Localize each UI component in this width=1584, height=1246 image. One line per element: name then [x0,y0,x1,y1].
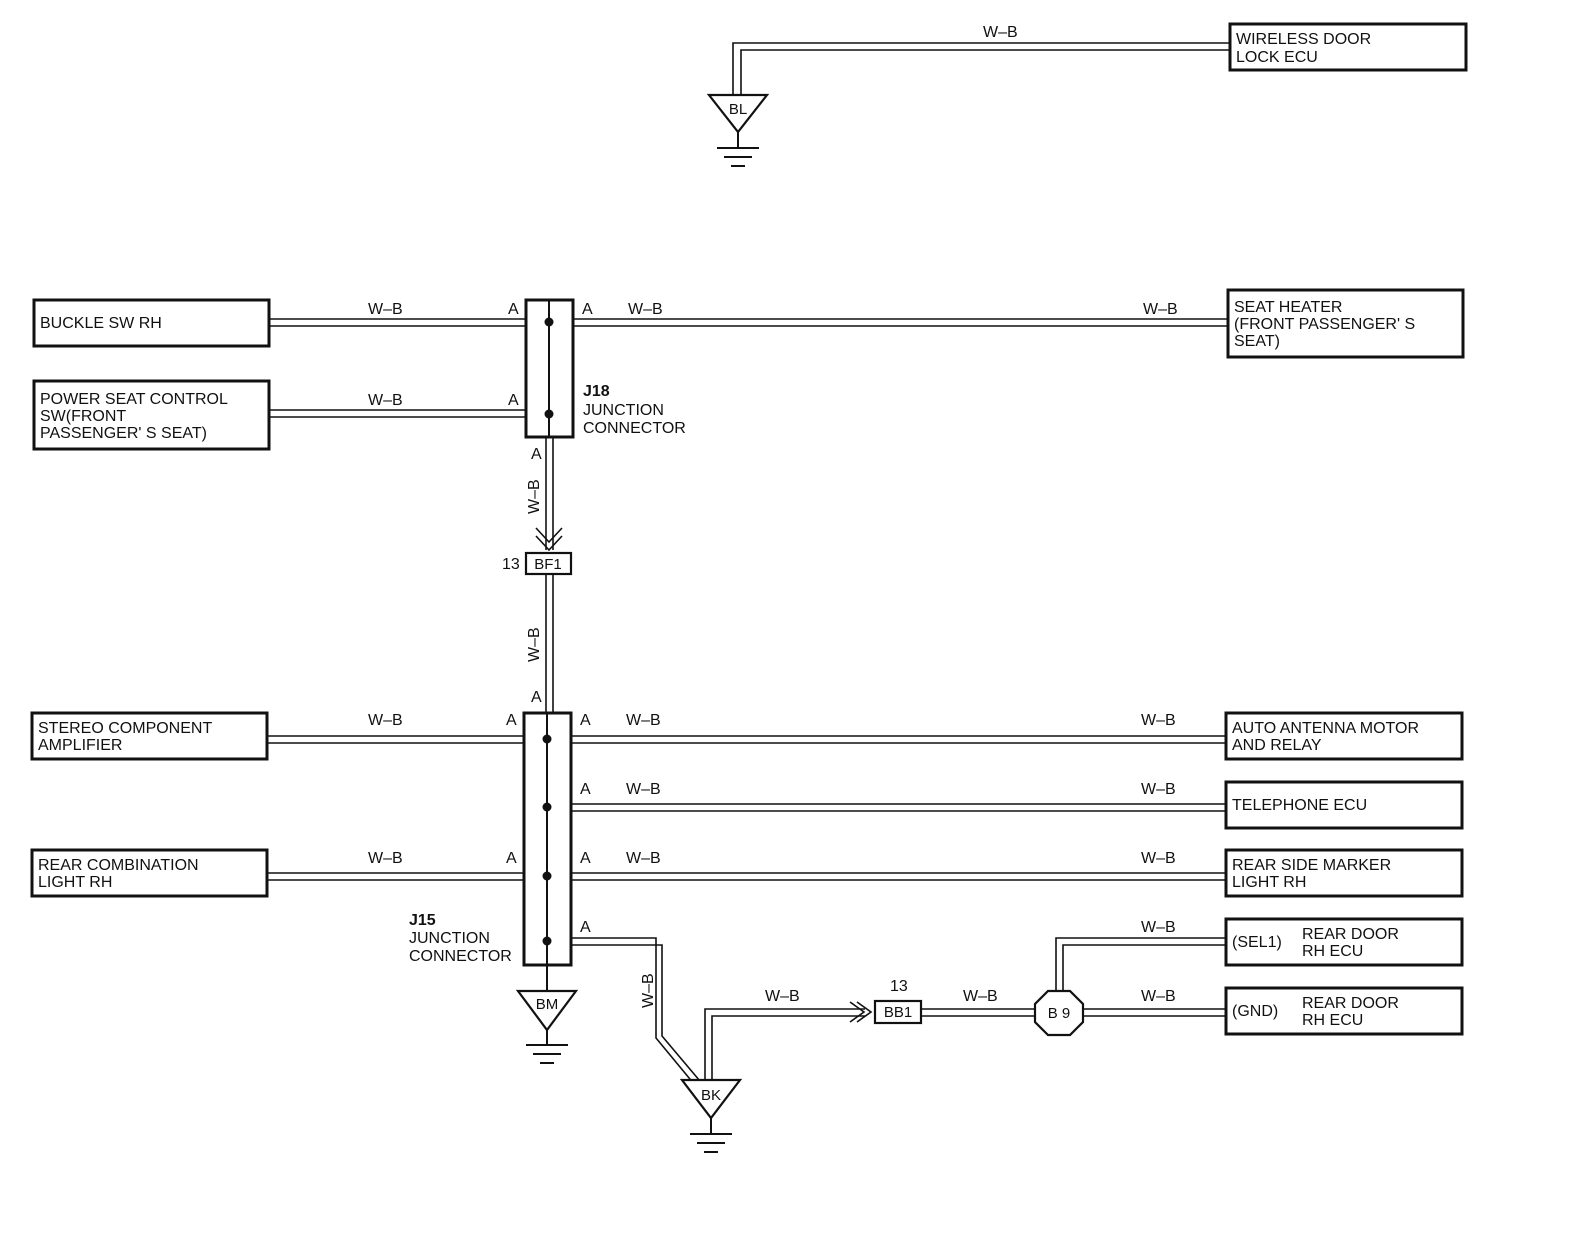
ground-bk: BK [679,1078,743,1153]
junction-id: J18 [583,383,610,400]
wire-label: W–B [368,392,403,409]
connector-label: BF1 [534,556,562,573]
component-label: REAR SIDE MARKER [1232,857,1391,874]
wire-label: W–B [626,850,661,867]
wire-label: W–B [626,712,661,729]
pin-label: A [580,781,591,798]
component-label: AND RELAY [1232,737,1322,754]
rear-door-rh-ecu-gnd-box: (GND) REAR DOOR RH ECU [1224,986,1464,1036]
pin-label: A [508,301,519,318]
wire-label: W–B [368,850,403,867]
connector-bb1: BB1 [873,999,923,1025]
ground-label: BK [701,1087,721,1104]
splice-label: B 9 [1048,1005,1071,1022]
pin-label: A [580,712,591,729]
pin-label: A [508,392,519,409]
component-label: TELEPHONE ECU [1232,797,1367,814]
power-seat-control-sw-box: POWER SEAT CONTROL SW(FRONT PASSENGER' S… [32,379,271,451]
rear-combination-light-box: REAR COMBINATION LIGHT RH [30,848,269,898]
wire-label: W–B [368,301,403,318]
j15-junction-connector [522,711,573,998]
j15-wires [268,735,1228,1091]
junction-label: JUNCTION [583,402,664,419]
ground-label: BL [729,101,747,118]
wire-label: W–B [963,988,998,1005]
component-label: REAR DOOR [1302,995,1399,1012]
junction-id: J15 [409,912,436,929]
wire-label: W–B [526,479,543,514]
wire-label: W–B [1141,850,1176,867]
component-label: PASSENGER' S SEAT) [40,425,207,442]
wire-label: W–B [1141,988,1176,1005]
connector-bf1: BF1 [524,551,573,576]
wireless-door-lock-ecu-box: WIRELESS DOOR LOCK ECU [1228,22,1468,72]
pin-label: A [506,712,517,729]
component-label: SEAT) [1234,333,1280,350]
wire-label: W–B [1141,781,1176,798]
pin-label: A [506,850,517,867]
j18-junction-connector [524,298,575,439]
wire-label: W–B [628,301,663,318]
j18-wires [270,318,1230,715]
pin-label: A [580,919,591,936]
wire-label: W–B [1143,301,1178,318]
wire-label: W–B [368,712,403,729]
wire-label: W–B [526,627,543,662]
component-label: REAR DOOR [1302,926,1399,943]
wire-label: W–B [626,781,661,798]
component-label: LIGHT RH [1232,874,1306,891]
wire-label: W–B [1141,712,1176,729]
wire-label: W–B [640,973,657,1008]
component-label: LOCK ECU [1236,49,1318,66]
wire-label: W–B [765,988,800,1005]
pin-label: A [582,301,593,318]
component-label: REAR COMBINATION [38,857,199,874]
wireless-ground-wire [732,42,1232,100]
component-label: RH ECU [1302,943,1363,960]
wire-label: W–B [983,24,1018,41]
ground-bm: BM [515,989,579,1064]
component-label: BUCKLE SW RH [40,315,162,332]
component-label: SW(FRONT [40,408,126,425]
pin-label: A [531,689,542,706]
ground-label: BM [536,996,559,1013]
rear-side-marker-light-box: REAR SIDE MARKER LIGHT RH [1224,848,1464,898]
seat-heater-box: SEAT HEATER (FRONT PASSENGER' S SEAT) [1226,288,1465,359]
stereo-component-amplifier-box: STEREO COMPONENT AMPLIFIER [30,711,269,761]
component-label: (FRONT PASSENGER' S [1234,316,1415,333]
component-label: SEAT HEATER [1234,299,1342,316]
component-label: POWER SEAT CONTROL [40,391,228,408]
rear-door-rh-ecu-sel1-box: (SEL1) REAR DOOR RH ECU [1224,917,1464,967]
wire-label: W–B [1141,919,1176,936]
ground-bl: BL [706,93,770,167]
pin-label: A [580,850,591,867]
component-label: LIGHT RH [38,874,112,891]
pin-name: (GND) [1232,1003,1278,1020]
component-label: AUTO ANTENNA MOTOR [1232,720,1419,737]
component-label: AMPLIFIER [38,737,122,754]
connector-pin: 13 [502,556,520,573]
junction-label: JUNCTION [409,930,490,947]
component-label: RH ECU [1302,1012,1363,1029]
auto-antenna-motor-box: AUTO ANTENNA MOTOR AND RELAY [1224,711,1464,761]
pin-label: A [531,446,542,463]
component-label: STEREO COMPONENT [38,720,212,737]
connector-pin: 13 [890,978,908,995]
connector-label: BB1 [884,1004,912,1021]
junction-label: CONNECTOR [409,948,512,965]
junction-label: CONNECTOR [583,420,686,437]
pin-name: (SEL1) [1232,934,1282,951]
splice-b9: B 9 [1033,989,1085,1037]
telephone-ecu-box: TELEPHONE ECU [1224,780,1464,830]
component-label: WIRELESS DOOR [1236,31,1371,48]
buckle-sw-rh-box: BUCKLE SW RH [32,298,271,348]
